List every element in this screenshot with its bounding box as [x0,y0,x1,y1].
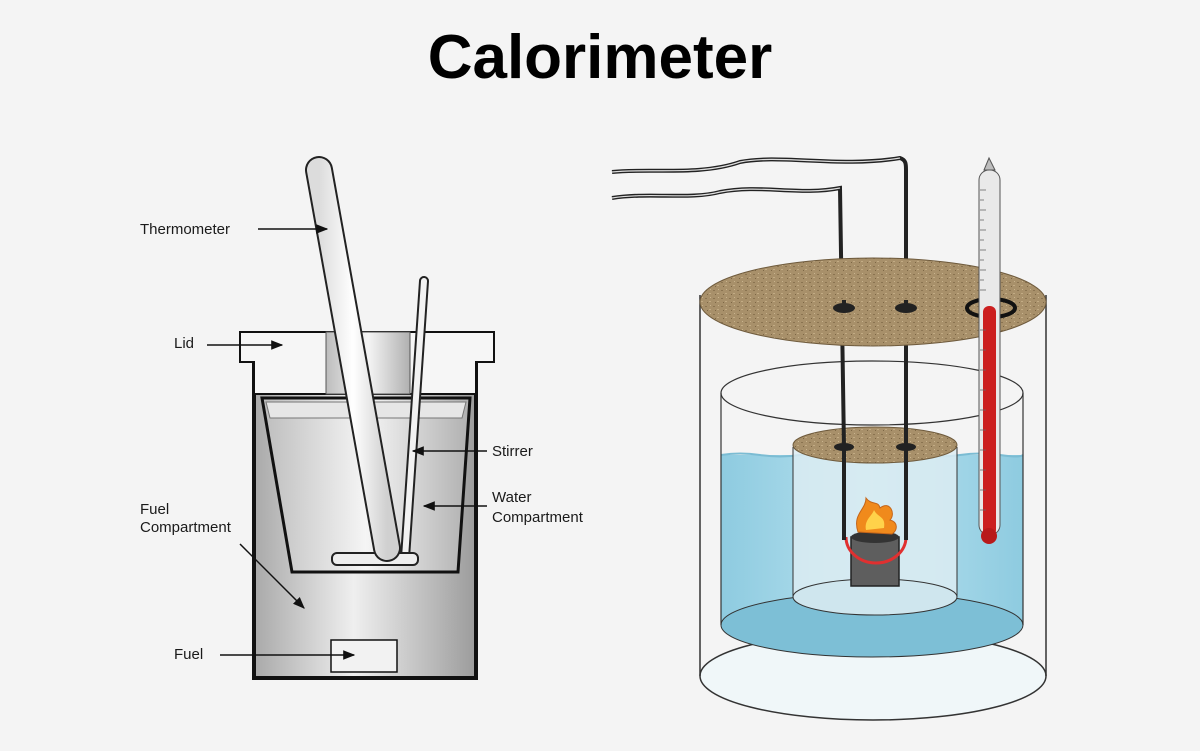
label-thermometer: Thermometer [140,221,230,238]
combustion-chamber [792,426,958,616]
label-fuel-compartment-line2: Compartment [140,519,232,536]
label-fuel: Fuel [174,646,203,663]
right-calorimeter-illustration [611,155,1047,721]
left-calorimeter-diagram: Thermometer Lid Stirrer Water Compartmen… [140,156,584,680]
label-stirrer: Stirrer [492,443,533,460]
chamber-lid [792,426,958,464]
label-lid: Lid [174,335,194,352]
label-fuel-compartment-line1: Fuel [140,501,169,518]
glass-thermometer [978,156,1001,544]
fuel-block [330,639,398,673]
thermometer [305,156,401,562]
label-water-line1: Water [492,489,531,506]
label-water-line2: Compartment [492,509,584,526]
page-title: Calorimeter [427,23,773,92]
main-lid [699,257,1047,347]
burner [844,496,908,587]
